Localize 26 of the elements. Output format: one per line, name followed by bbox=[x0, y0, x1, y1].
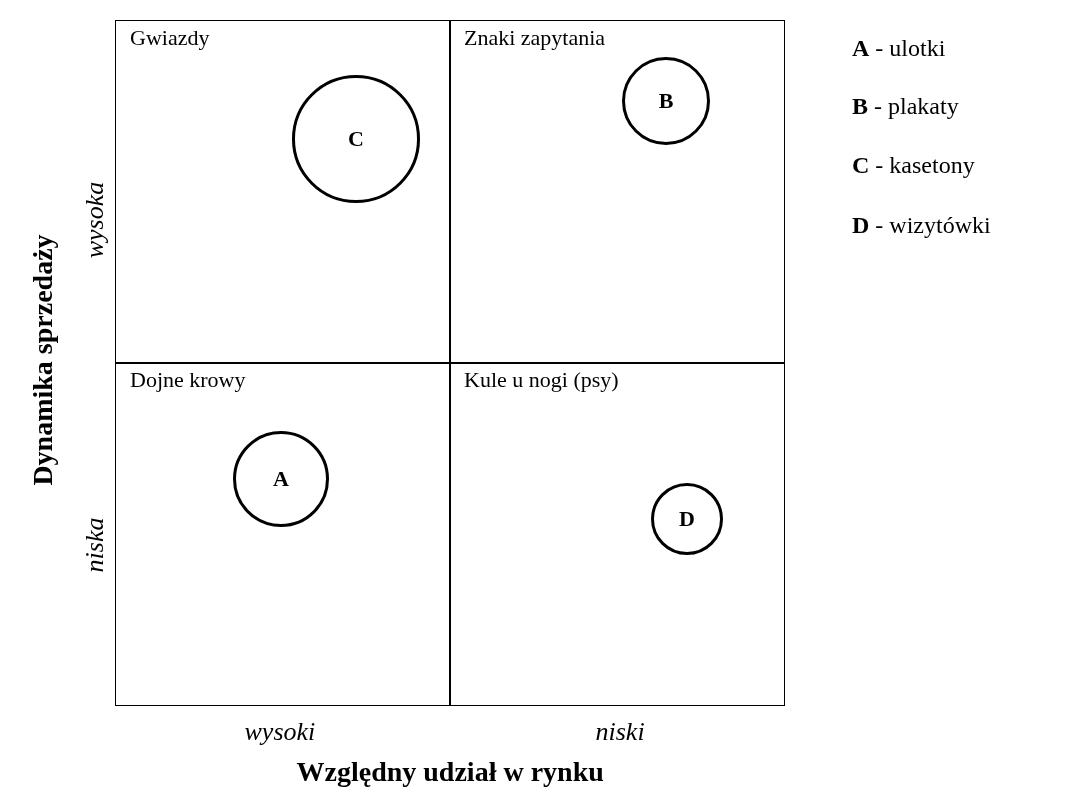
axis-title: Względny udział w rynku bbox=[296, 756, 604, 788]
axis-value: wysoka bbox=[79, 181, 110, 259]
quadrant-box bbox=[115, 362, 451, 706]
product-circle bbox=[651, 483, 723, 555]
product-circle bbox=[622, 57, 710, 145]
circle-letter: D bbox=[679, 506, 695, 532]
circle-letter: B bbox=[658, 88, 674, 114]
circle-letter: A bbox=[273, 466, 289, 492]
quadrant-title: Gwiazdy bbox=[130, 25, 210, 51]
axis-value: niski bbox=[595, 717, 645, 747]
quadrant-title: Dojne krowy bbox=[130, 367, 246, 393]
legend-item: C - kasetony bbox=[852, 151, 975, 179]
legend-item: D - wizytówki bbox=[852, 211, 991, 239]
quadrant-title: Znaki zapytania bbox=[464, 25, 606, 51]
quadrant-box bbox=[449, 20, 785, 364]
quadrant-box bbox=[115, 20, 451, 364]
quadrant-box bbox=[449, 362, 785, 706]
quadrant-title: Kule u nogi (psy) bbox=[464, 367, 619, 393]
legend-item: A - ulotki bbox=[852, 34, 946, 62]
product-circle bbox=[233, 431, 329, 527]
axis-value: niska bbox=[79, 517, 110, 573]
axis-value: wysoki bbox=[244, 717, 316, 747]
axis-title: Dynamika sprzedaży bbox=[26, 234, 59, 486]
legend-item: B - plakaty bbox=[852, 92, 959, 120]
product-circle bbox=[292, 75, 420, 203]
circle-letter: C bbox=[348, 126, 364, 152]
